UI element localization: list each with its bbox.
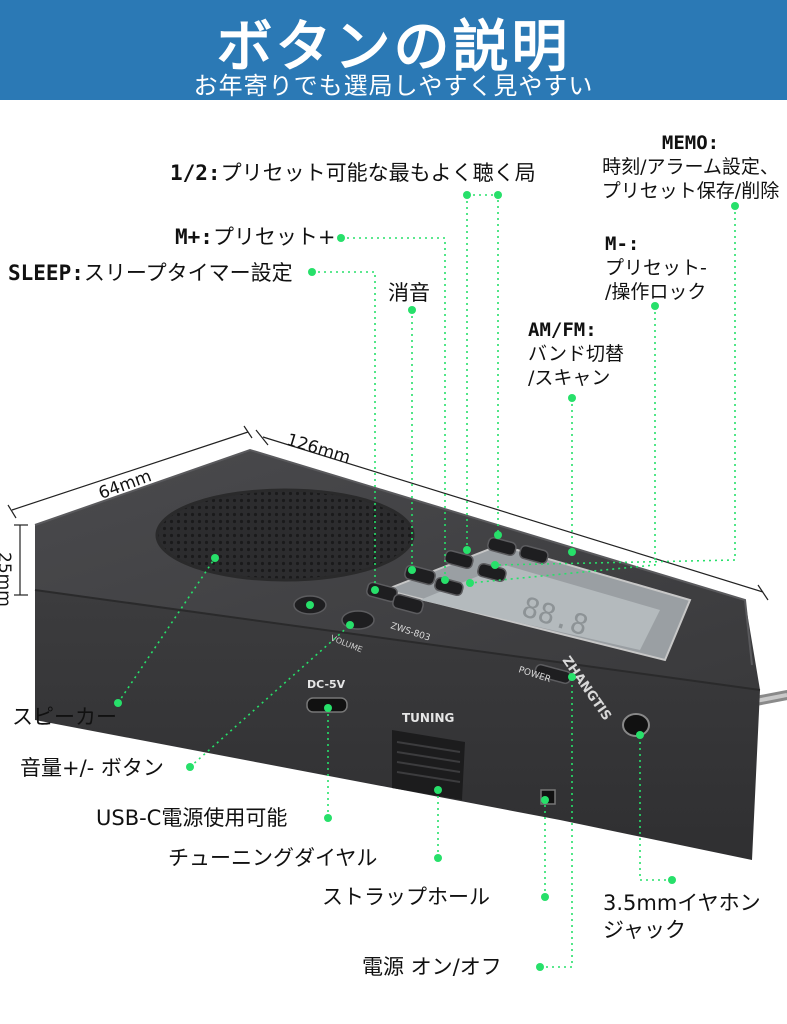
jack-line2: ジャック (603, 918, 686, 942)
callout-preset12: 1/2:プリセット可能な最もよく聴く局 (170, 160, 536, 186)
tuning-print: TUNING (402, 711, 454, 725)
preset12-key: 1/2: (170, 161, 221, 185)
dimension-height: 25mm (0, 552, 14, 607)
callout-dial: チューニングダイヤル (168, 845, 377, 871)
header-banner: ボタンの説明 お年寄りでも選局しやすく見やすい (0, 0, 787, 100)
earphone-jack (622, 713, 650, 737)
sleep-key: SLEEP: (8, 261, 84, 285)
preset12-text: プリセット可能な最もよく聴く局 (220, 161, 536, 185)
speaker-text: スピーカー (12, 705, 117, 729)
memo-line2: プリセット保存/削除 (601, 180, 780, 202)
callout-mminus: M-: プリセット- /操作ロック (605, 232, 707, 304)
memo-key: MEMO: (661, 132, 720, 154)
memo-line1: 時刻/アラーム設定、 (602, 156, 779, 178)
mplus-button (392, 593, 424, 615)
mminus-line2: /操作ロック (605, 281, 707, 303)
callout-usbc: USB-C電源使用可能 (96, 805, 287, 831)
dimension-lines (7, 425, 769, 601)
volume-text: 音量+/- ボタン (20, 756, 164, 780)
preset-1-button (487, 536, 517, 557)
amfm-key: AM/FM: (528, 319, 597, 341)
callout-jack: 3.5mmイヤホン ジャック (603, 890, 761, 944)
banner-title: ボタンの説明 (216, 15, 571, 80)
amfm-line2: /スキャン (528, 367, 611, 389)
amfm-button (519, 544, 549, 565)
mplus-key: M+: (175, 225, 213, 249)
mminus-key: M-: (605, 233, 640, 255)
callout-mute: 消音 (388, 280, 430, 306)
callout-mplus: M+:プリセット+ (175, 224, 336, 250)
tuning-dial (392, 730, 465, 800)
dc-print: DC-5V (307, 678, 346, 691)
speaker-grill (155, 488, 415, 582)
callout-sleep: SLEEP:スリープタイマー設定 (8, 260, 293, 286)
jack-line1: 3.5mmイヤホン (603, 891, 761, 915)
callout-strap: ストラップホール (322, 884, 490, 910)
callout-power: 電源 オン/オフ (362, 954, 502, 980)
dial-text: チューニングダイヤル (168, 846, 378, 870)
callout-dots (114, 191, 739, 971)
banner-subtitle: お年寄りでも選局しやすく見やすい (193, 72, 594, 100)
callout-amfm: AM/FM: バンド切替 /スキャン (528, 318, 624, 390)
mminus-line1: プリセット- (605, 257, 707, 279)
strap-text: ストラップホール (322, 885, 490, 909)
radio-front-face (35, 590, 760, 860)
power-text: 電源 オン/オフ (362, 955, 502, 979)
callout-volume: 音量+/- ボタン (20, 755, 164, 781)
usbc-text: USB-C電源使用可能 (96, 806, 288, 830)
callout-memo: MEMO: 時刻/アラーム設定、 プリセット保存/削除 (598, 131, 783, 203)
amfm-line1: バンド切替 (528, 343, 624, 365)
sleep-text: スリープタイマー設定 (83, 261, 293, 285)
mplus-text: プリセット+ (212, 225, 336, 249)
callout-speaker: スピーカー (12, 704, 117, 730)
mute-text: 消音 (388, 281, 430, 305)
